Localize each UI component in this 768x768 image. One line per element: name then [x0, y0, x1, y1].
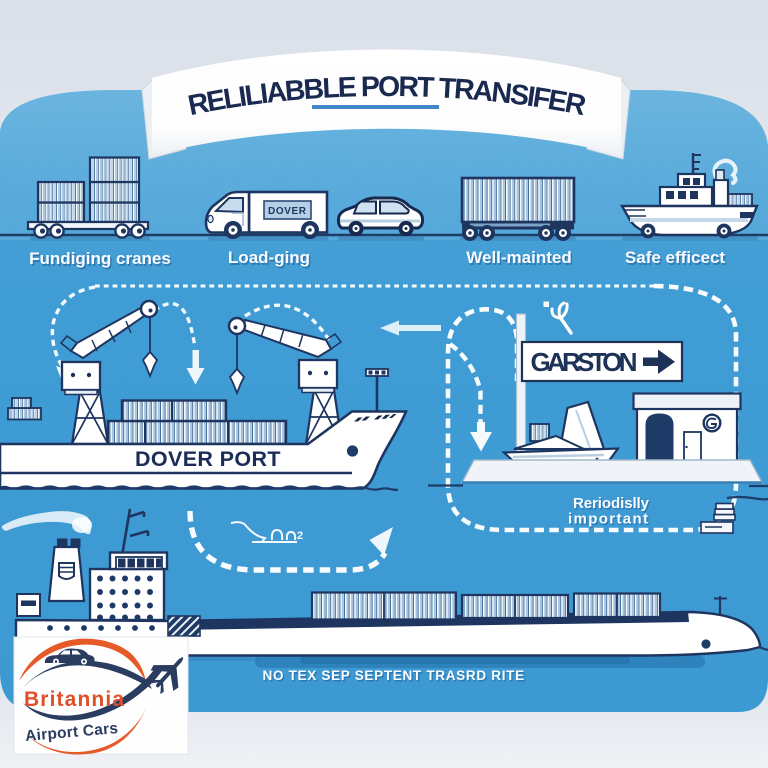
svg-text:Safe efficect: Safe efficect [625, 248, 725, 267]
svg-text:DOVER PORT: DOVER PORT [135, 447, 281, 471]
svg-text:2: 2 [297, 530, 303, 542]
svg-text:NO TEX SEP SEPTENT TRASRD RITE: NO TEX SEP SEPTENT TRASRD RITE [263, 668, 526, 683]
svg-text:Load-ging: Load-ging [228, 248, 310, 267]
svg-text:Fundiging cranes: Fundiging cranes [31, 251, 173, 270]
svg-text:Reriodislly: Reriodislly [573, 495, 650, 512]
svg-text:NO TEX SEP SEPTENT TRASRD RITE: NO TEX SEP SEPTENT TRASRD RITE [264, 670, 527, 685]
svg-text:Britannia: Britannia [24, 688, 124, 711]
svg-text:Load-ging: Load-ging [229, 250, 311, 269]
svg-text:Well-mainted: Well-mainted [468, 250, 573, 269]
svg-text:Well-mainted: Well-mainted [466, 248, 571, 267]
svg-text:Fundiging cranes: Fundiging cranes [29, 249, 171, 268]
svg-text:DOVER: DOVER [268, 206, 307, 217]
svg-text:GARSTON: GARSTON [531, 347, 638, 377]
svg-text:Safe efficect: Safe efficect [626, 250, 726, 269]
svg-text:Reriodislly: Reriodislly [574, 497, 651, 514]
